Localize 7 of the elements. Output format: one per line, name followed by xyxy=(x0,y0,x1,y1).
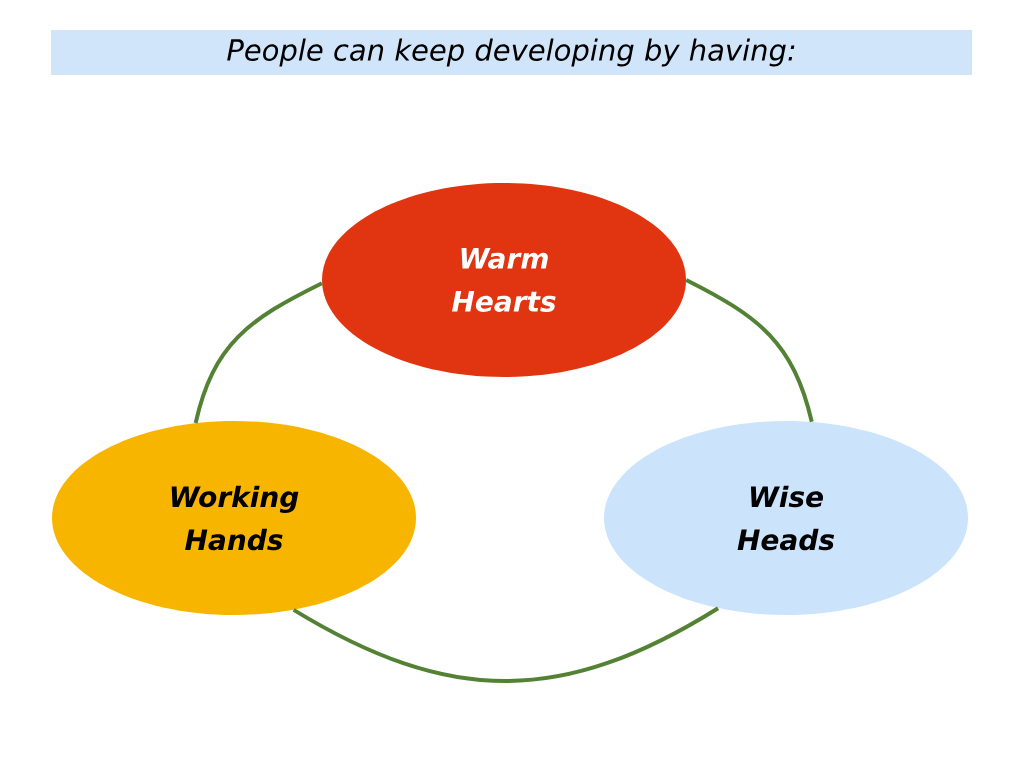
ellipse-node: Warm Hearts xyxy=(322,183,686,377)
ellipse-node: Working Hands xyxy=(52,421,416,615)
ellipse-node: Wise Heads xyxy=(604,421,968,615)
ring-arc xyxy=(292,606,720,683)
title-band: People can keep developing by having: xyxy=(51,30,972,75)
ring-arc xyxy=(193,281,323,424)
ring-arc xyxy=(685,278,814,423)
